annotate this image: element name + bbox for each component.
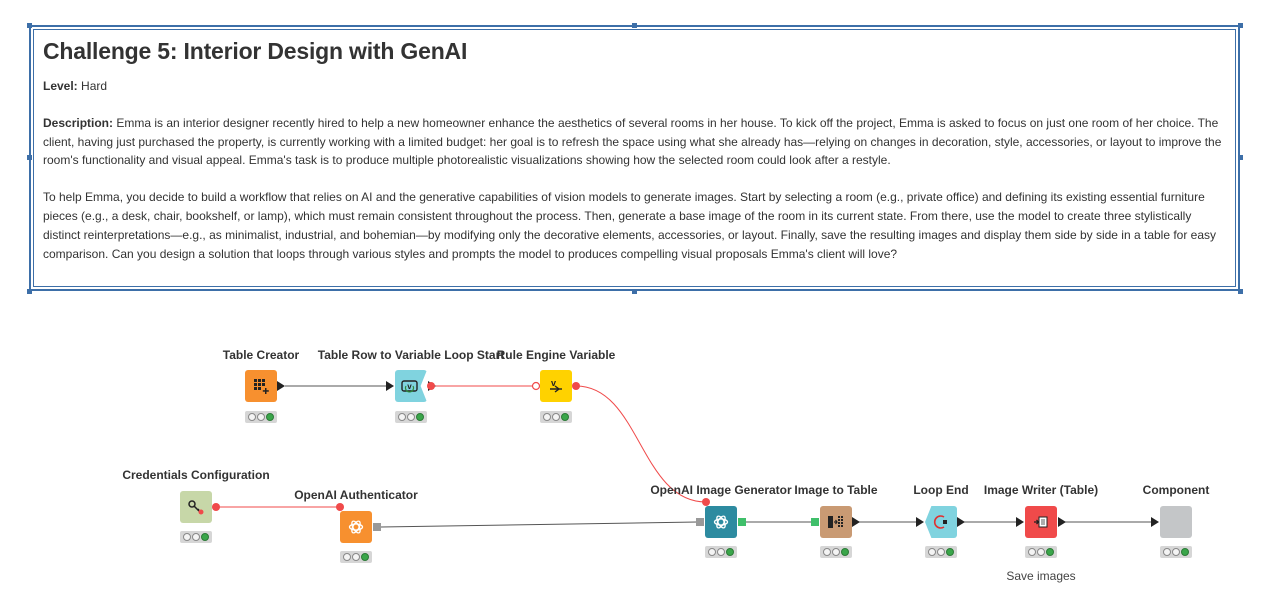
svg-text:v: v: [407, 382, 412, 391]
node-label-image-to-table: Image to Table: [794, 483, 878, 497]
workflow-annotation[interactable]: Challenge 5: Interior Design with GenAI …: [29, 25, 1240, 291]
resize-handle-bottom-left[interactable]: [27, 289, 32, 294]
node-label-component: Component: [1142, 483, 1210, 497]
port-var-out-ruleengine[interactable]: [572, 382, 580, 390]
annotation-paragraph-2: To help Emma, you decide to build a work…: [43, 190, 1217, 261]
port-in-loopstart[interactable]: [386, 381, 394, 391]
svg-text:v: v: [551, 378, 556, 388]
resize-handle-top-left[interactable]: [27, 23, 32, 28]
node-status-loop-start: [395, 411, 427, 423]
port-out-imagegenerator[interactable]: [738, 518, 746, 526]
loop-start-icon: v: [395, 370, 427, 402]
port-out-credentials[interactable]: [212, 503, 220, 511]
port-in-loopend[interactable]: [916, 517, 924, 527]
port-var-in-imagegenerator[interactable]: [702, 498, 710, 506]
openai-icon: [340, 511, 372, 543]
description-text: Emma is an interior designer recently hi…: [43, 115, 1222, 168]
node-status-image-generator: [705, 546, 737, 558]
node-rule-engine-variable[interactable]: v: [540, 370, 572, 402]
resize-handle-left-middle[interactable]: [27, 155, 32, 160]
openai-icon: [705, 506, 737, 538]
port-in-imagewriter[interactable]: [1016, 517, 1024, 527]
node-label-loop-start: Table Row to Variable Loop Start: [317, 348, 505, 362]
connection-ruleengine-imagegenerator[interactable]: [575, 385, 707, 503]
node-label-table-creator: Table Creator: [222, 348, 300, 362]
description-label: Description:: [43, 115, 114, 130]
node-image-to-table[interactable]: [820, 506, 852, 538]
credentials-key-icon: [180, 491, 212, 523]
port-var-in-authenticator[interactable]: [336, 503, 344, 511]
image-to-table-icon: [820, 506, 852, 538]
node-status-image-writer: [1025, 546, 1057, 558]
annotation-level: Level: Hard: [43, 77, 1223, 96]
port-in-imagetotable[interactable]: [811, 518, 819, 526]
port-out-authenticator[interactable]: [373, 523, 381, 531]
annotation-title: Challenge 5: Interior Design with GenAI: [43, 38, 468, 64]
node-openai-authenticator[interactable]: [340, 511, 372, 543]
resize-handle-bottom-middle[interactable]: [632, 289, 637, 294]
node-status-component: [1160, 546, 1192, 558]
resize-handle-right-middle[interactable]: [1238, 155, 1243, 160]
node-label-credentials: Credentials Configuration: [122, 468, 270, 482]
port-var-out-loopstart[interactable]: [427, 382, 435, 390]
port-var-in-ruleengine[interactable]: [531, 381, 541, 391]
node-label-image-writer: Image Writer (Table): [983, 483, 1099, 497]
node-status-loop-end: [925, 546, 957, 558]
table-grid-icon: [245, 370, 277, 402]
port-out-loopend[interactable]: [957, 517, 965, 527]
node-label-openai-authenticator: OpenAI Authenticator: [294, 488, 418, 502]
node-caption-image-writer: Save images: [1006, 569, 1076, 583]
port-out-imagetotable[interactable]: [852, 517, 860, 527]
node-table-creator[interactable]: [245, 370, 277, 402]
loop-end-icon: [925, 506, 957, 538]
node-status-table-creator: [245, 411, 277, 423]
node-loop-end[interactable]: [925, 506, 957, 538]
port-in-imagegenerator[interactable]: [696, 518, 704, 526]
component-icon: [1160, 506, 1192, 538]
node-label-loop-end: Loop End: [913, 483, 969, 497]
connection-authenticator-imagegenerator[interactable]: [379, 521, 698, 528]
node-image-writer-table[interactable]: [1025, 506, 1057, 538]
node-label-rule-engine: Rule Engine Variable: [496, 348, 616, 362]
image-writer-icon: [1025, 506, 1057, 538]
port-out-tablecreator[interactable]: [277, 381, 285, 391]
resize-handle-top-middle[interactable]: [632, 23, 637, 28]
annotation-inner-border: [33, 29, 1236, 287]
port-out-imagewriter[interactable]: [1058, 517, 1066, 527]
node-status-credentials: [180, 531, 212, 543]
node-component[interactable]: [1160, 506, 1192, 538]
level-label: Level:: [43, 79, 78, 93]
resize-handle-top-right[interactable]: [1238, 23, 1243, 28]
annotation-text: Challenge 5: Interior Design with GenAI …: [43, 37, 1223, 281]
annotation-description: Description: Emma is an interior designe…: [43, 114, 1223, 170]
node-status-image-to-table: [820, 546, 852, 558]
node-label-image-generator: OpenAI Image Generator: [650, 483, 792, 497]
rule-variable-icon: v: [540, 370, 572, 402]
resize-handle-bottom-right[interactable]: [1238, 289, 1243, 294]
node-openai-image-generator[interactable]: [705, 506, 737, 538]
node-credentials-configuration[interactable]: [180, 491, 212, 523]
port-in-component[interactable]: [1151, 517, 1159, 527]
node-status-rule-engine: [540, 411, 572, 423]
level-value: Hard: [81, 79, 108, 93]
node-status-openai-authenticator: [340, 551, 372, 563]
node-table-row-to-variable-loop-start[interactable]: v: [395, 370, 427, 402]
